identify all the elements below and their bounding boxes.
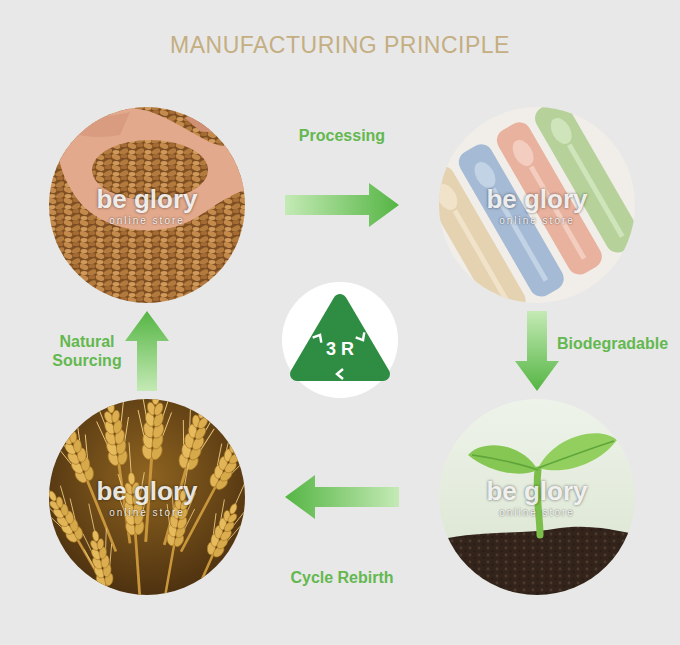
photo-circle: be gloryonline store <box>49 107 245 303</box>
arrow-label: Natural Sourcing <box>49 332 125 370</box>
label-slot: Cycle Rebirth <box>290 568 393 587</box>
label-slot: Natural Sourcing <box>49 332 125 370</box>
wheat-ear <box>114 441 156 611</box>
arrow-label: Cycle Rebirth <box>290 568 393 587</box>
hub-circle: 3 R <box>282 282 398 398</box>
node-subtext: online store <box>499 214 575 227</box>
title-slot: MANUFACTURING PRINCIPLE <box>0 31 680 59</box>
node-text: be glory <box>96 184 197 214</box>
wheat-ear <box>149 371 228 549</box>
node-text: 3 R <box>326 339 354 359</box>
thumb <box>185 112 242 132</box>
arrow-label: Processing <box>299 126 385 145</box>
recycle-arrow <box>313 335 322 343</box>
spoon <box>432 180 462 213</box>
hub-disc <box>282 282 398 398</box>
wheat-photo <box>24 357 270 645</box>
wheat-ear <box>75 501 134 645</box>
photo-circle: be gloryonline store <box>439 107 635 303</box>
spoon <box>546 114 576 147</box>
leaf <box>538 433 617 470</box>
node-subtext: online store <box>109 214 185 227</box>
spoon <box>508 136 538 169</box>
wrist <box>40 107 130 137</box>
cutlery-photo <box>416 96 644 323</box>
cutlery-case <box>531 96 645 257</box>
recycle-arrow <box>356 332 365 340</box>
sprout-photo <box>439 399 640 600</box>
node-text: be glory <box>486 476 587 506</box>
recycle-symbol <box>297 301 383 374</box>
diagram-title: MANUFACTURING PRINCIPLE <box>0 31 680 59</box>
photo-circle: be gloryonline store <box>49 399 245 595</box>
flow-arrow <box>285 183 399 227</box>
recycle-arrow <box>337 369 343 379</box>
node-subtext: online store <box>109 506 185 519</box>
leaf <box>468 445 538 474</box>
hand <box>59 108 245 230</box>
grain-heap <box>49 107 245 303</box>
flow-arrow <box>515 311 559 391</box>
leaf-vein <box>538 441 614 468</box>
label-slot: Processing <box>299 126 385 145</box>
grain-photo <box>40 107 245 303</box>
arrow-label: Biodegradable <box>557 334 668 353</box>
node-subtext: online store <box>499 506 575 519</box>
label-slot: Biodegradable <box>557 334 668 353</box>
flow-arrow <box>285 475 399 519</box>
node-text: be glory <box>486 184 587 214</box>
photo-circle: be gloryonline store <box>439 399 635 595</box>
flow-arrow <box>125 311 169 391</box>
leaf-vein <box>472 455 538 470</box>
node-text: be glory <box>96 476 197 506</box>
